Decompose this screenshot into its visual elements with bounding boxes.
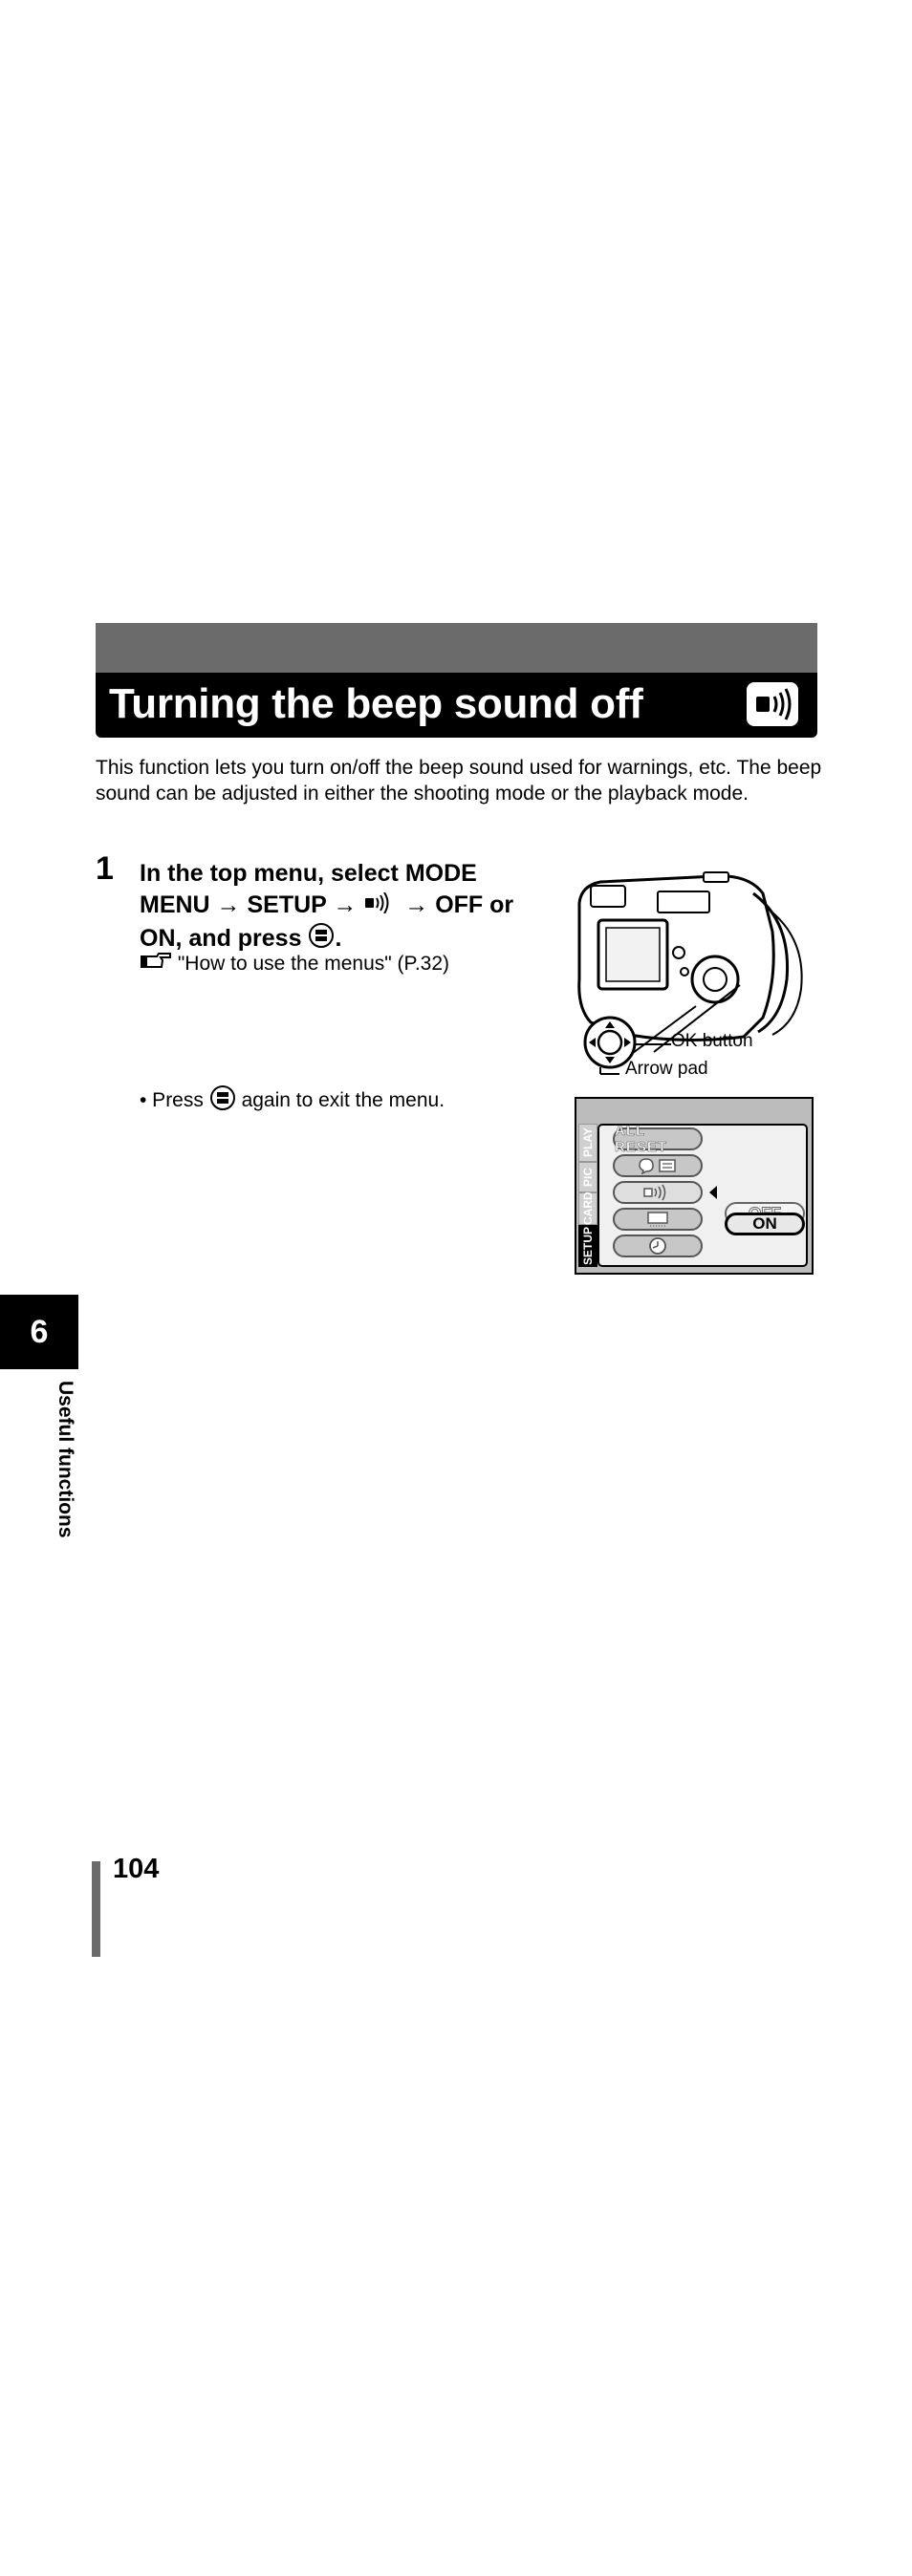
camera-illustration bbox=[572, 865, 820, 1089]
step-line-2a: MENU → SETUP → bbox=[140, 891, 358, 918]
step-instruction: In the top menu, select MODE MENU → SETU… bbox=[140, 858, 551, 957]
beep-sound-icon bbox=[363, 891, 398, 922]
clock-item bbox=[613, 1234, 703, 1257]
all-reset-item: ALL RESET bbox=[613, 1123, 703, 1155]
option-on: ON bbox=[725, 1213, 805, 1235]
title-bar: Turning the beep sound off bbox=[96, 673, 817, 738]
exit-menu-note: • Press again to exit the menu. bbox=[140, 1084, 445, 1118]
step-line-3: ON, and press bbox=[140, 925, 302, 952]
arrow-pad-label: Arrow pad bbox=[625, 1059, 708, 1079]
all-reset-label: ALL RESET bbox=[615, 1123, 668, 1156]
bullet-suffix: again to exit the menu. bbox=[241, 1089, 445, 1112]
tab-play: PLAY bbox=[578, 1124, 597, 1162]
step-line-2b: → OFF or bbox=[404, 891, 514, 918]
ok-button-icon bbox=[209, 1084, 236, 1118]
page-title: Turning the beep sound off bbox=[109, 680, 643, 727]
tab-card: CARD bbox=[578, 1192, 597, 1225]
chapter-tab: 6 bbox=[0, 1295, 78, 1369]
beep-sound-icon bbox=[643, 1184, 666, 1201]
beep-sound-icon bbox=[747, 682, 798, 726]
tab-setup: SETUP bbox=[578, 1225, 597, 1267]
selection-arrow-icon bbox=[709, 1186, 717, 1199]
bullet-prefix: • Press bbox=[140, 1089, 204, 1112]
step-line-3-end: . bbox=[335, 925, 342, 952]
page-number-bar bbox=[92, 1861, 100, 1957]
chapter-label: Useful functions bbox=[54, 1381, 76, 1538]
language-icon bbox=[639, 1158, 676, 1174]
page-reference: "How to use the menus" (P.32) bbox=[140, 952, 449, 977]
ok-button-icon bbox=[308, 922, 335, 957]
monitor-icon bbox=[647, 1212, 668, 1227]
language-item bbox=[613, 1154, 703, 1177]
intro-paragraph: This function lets you turn on/off the b… bbox=[96, 757, 822, 805]
beep-item bbox=[613, 1181, 703, 1204]
step-number: 1 bbox=[96, 850, 114, 887]
header-band bbox=[96, 623, 817, 675]
step-line-1: In the top menu, select MODE bbox=[140, 860, 477, 887]
page-reference-text: "How to use the menus" (P.32) bbox=[177, 953, 450, 976]
monitor-brightness-item bbox=[613, 1208, 703, 1231]
clock-icon bbox=[649, 1237, 666, 1255]
setup-menu-screen: PLAY PIC CARD SETUP ALL RESET bbox=[575, 1097, 814, 1275]
page-number: 104 bbox=[113, 1854, 160, 1884]
ok-button-label: OK button bbox=[671, 1031, 753, 1051]
pointing-hand-icon bbox=[140, 952, 172, 977]
tab-pic: PIC bbox=[578, 1162, 597, 1192]
